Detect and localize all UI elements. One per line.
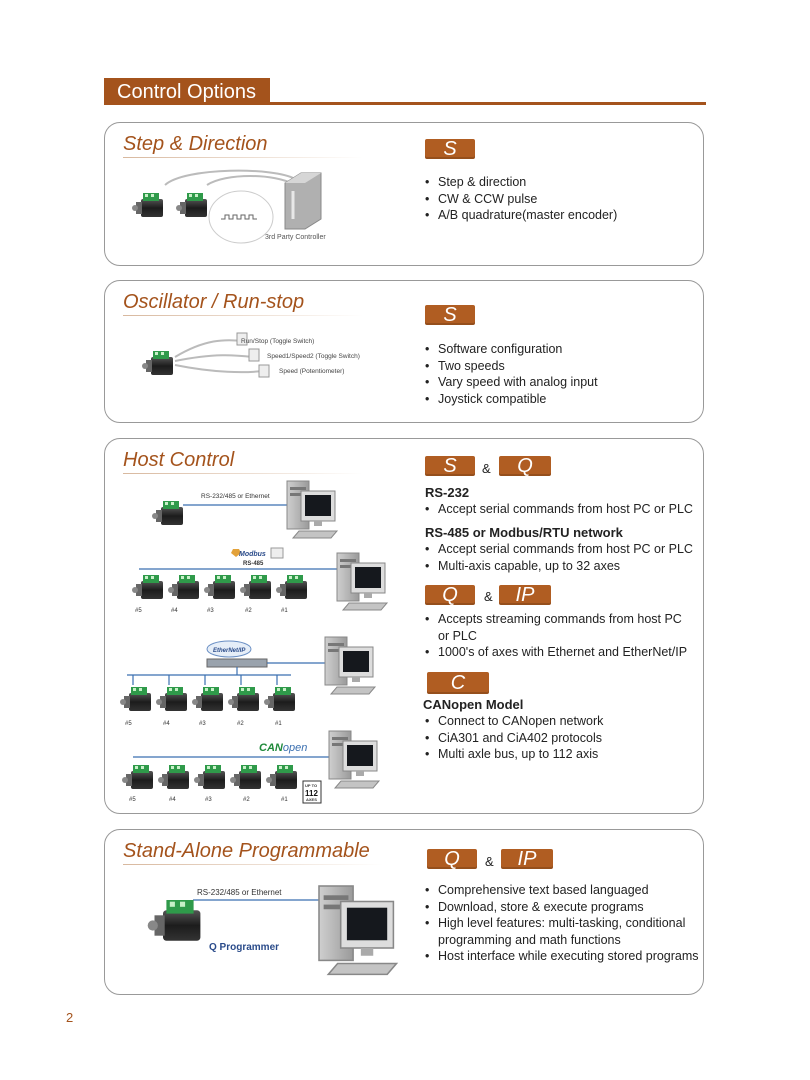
axis-label: #1 [275, 721, 282, 727]
axis-label: #4 [169, 797, 176, 803]
controller-label: 3rd Party Controller [265, 234, 326, 241]
list-item: Multi-axis capable, up to 32 axes [425, 558, 693, 575]
header-rule [104, 102, 706, 105]
list-item: Connect to CANopen network [425, 713, 603, 730]
modbus-sub: RS-485 [243, 561, 264, 567]
badge-ip: IP [499, 585, 551, 605]
page-title: Control Options [117, 81, 256, 103]
canopen-motors [122, 765, 297, 789]
axis-label: #4 [163, 721, 170, 727]
badge-c: C [427, 672, 489, 694]
list-item: Multi axle bus, up to 112 axis [425, 746, 603, 763]
canopen-heading: CANopen Model [423, 697, 524, 712]
standalone-title: Stand-Alone Programmable [123, 840, 370, 862]
badge-q: Q [499, 456, 551, 476]
title-underline [123, 157, 363, 158]
ethernet-motors [120, 687, 295, 711]
list-item: Comprehensive text based languaged [425, 882, 700, 899]
upto-number: 112 [305, 789, 318, 798]
list-item: Step & direction [425, 174, 617, 191]
standalone-bullets: Comprehensive text based languaged Downl… [425, 882, 700, 965]
axis-label: #2 [243, 797, 250, 803]
rs485-heading: RS-485 or Modbus/RTU network [425, 525, 623, 540]
rs-label: RS-232/485 or Ethernet [201, 493, 270, 500]
list-item: 1000's of axes with Ethernet and EtherNe… [425, 644, 695, 661]
rs485-motors [132, 575, 307, 599]
axis-label: #4 [171, 608, 178, 614]
ip-bullets: Accepts streaming commands from host PC … [425, 611, 695, 661]
rs485-bullets: Accept serial commands from host PC or P… [425, 541, 693, 574]
badge-s: S [425, 139, 475, 159]
title-underline [123, 473, 363, 474]
rs232-bullets: Accept serial commands from host PC or P… [425, 501, 693, 518]
oscillator-diagram: Run/Stop (Toggle Switch) Speed1/Speed2 (… [142, 332, 360, 378]
axis-label: #1 [281, 608, 288, 614]
page-number: 2 [66, 1010, 74, 1025]
ampersand: & [484, 589, 493, 604]
axis-label: #1 [281, 797, 288, 803]
step-direction-card: Step & Direction S 3rd Party Controller … [104, 122, 704, 266]
canopen-bullets: Connect to CANopen network CiA301 and Ci… [425, 713, 603, 763]
title-underline [123, 315, 363, 316]
list-item: Accepts streaming commands from host PC … [425, 611, 695, 644]
title-underline [123, 864, 383, 865]
list-item: CW & CCW pulse [425, 191, 617, 208]
rs232-heading: RS-232 [425, 485, 470, 500]
badge-q: Q [425, 585, 475, 605]
rs-label: RS-232/485 or Ethernet [197, 888, 282, 897]
axis-label: #2 [245, 608, 252, 614]
badge-ip: IP [501, 849, 553, 869]
host-control-diagram: RS-232/485 or Ethernet Modbus RS-485 #5 … [120, 480, 388, 804]
list-item: A/B quadrature(master encoder) [425, 207, 617, 224]
list-item: Two speeds [425, 358, 598, 375]
potentiometer-label: Speed (Potentiometer) [279, 368, 344, 375]
axis-label: #3 [207, 608, 214, 614]
axis-label: #5 [125, 721, 132, 727]
host-control-title: Host Control [123, 449, 235, 471]
standalone-card: Stand-Alone Programmable Q & IP RS-232/4… [104, 829, 704, 995]
axis-label: #5 [135, 608, 142, 614]
axis-label: #5 [129, 797, 136, 803]
standalone-diagram: RS-232/485 or Ethernet Q Programmer [147, 885, 398, 976]
step-direction-bullets: Step & direction CW & CCW pulse A/B quad… [425, 174, 617, 224]
axis-label: #3 [199, 721, 206, 727]
host-control-card: Host Control S & Q RS-232 Accept serial … [104, 438, 704, 814]
canopen-logo: CANopen [259, 742, 307, 754]
list-item: Vary speed with analog input [425, 374, 598, 391]
upto-label: UP TO [305, 783, 317, 788]
list-item: Software configuration [425, 341, 598, 358]
list-item: Accept serial commands from host PC or P… [425, 541, 693, 558]
list-item: High level features: multi-tasking, cond… [425, 915, 700, 948]
list-item: CiA301 and CiA402 protocols [425, 730, 603, 747]
badge-s: S [425, 305, 475, 325]
badge-q: Q [427, 849, 477, 869]
ampersand: & [482, 461, 491, 476]
run-stop-label: Run/Stop (Toggle Switch) [241, 338, 314, 345]
header-bar [104, 78, 270, 105]
step-direction-title: Step & Direction [123, 133, 268, 155]
axis-label: #2 [237, 721, 244, 727]
list-item: Accept serial commands from host PC or P… [425, 501, 693, 518]
ampersand: & [485, 854, 494, 869]
ethernetip-logo: EtherNet/IP [213, 648, 246, 654]
speed-switch-label: Speed1/Speed2 (Toggle Switch) [267, 353, 360, 360]
list-item: Host interface while executing stored pr… [425, 948, 700, 965]
list-item: Joystick compatible [425, 391, 598, 408]
modbus-logo: Modbus [239, 551, 266, 558]
oscillator-bullets: Software configuration Two speeds Vary s… [425, 341, 598, 407]
oscillator-card: Oscillator / Run-stop S Run/Stop (Toggle… [104, 280, 704, 423]
badge-s: S [425, 456, 475, 476]
list-item: Download, store & execute programs [425, 899, 700, 916]
upto-axes: AXES [306, 797, 317, 802]
oscillator-title: Oscillator / Run-stop [123, 291, 305, 313]
step-direction-diagram: 3rd Party Controller [132, 169, 326, 244]
programmer-label: Q Programmer [209, 942, 279, 953]
axis-label: #3 [205, 797, 212, 803]
